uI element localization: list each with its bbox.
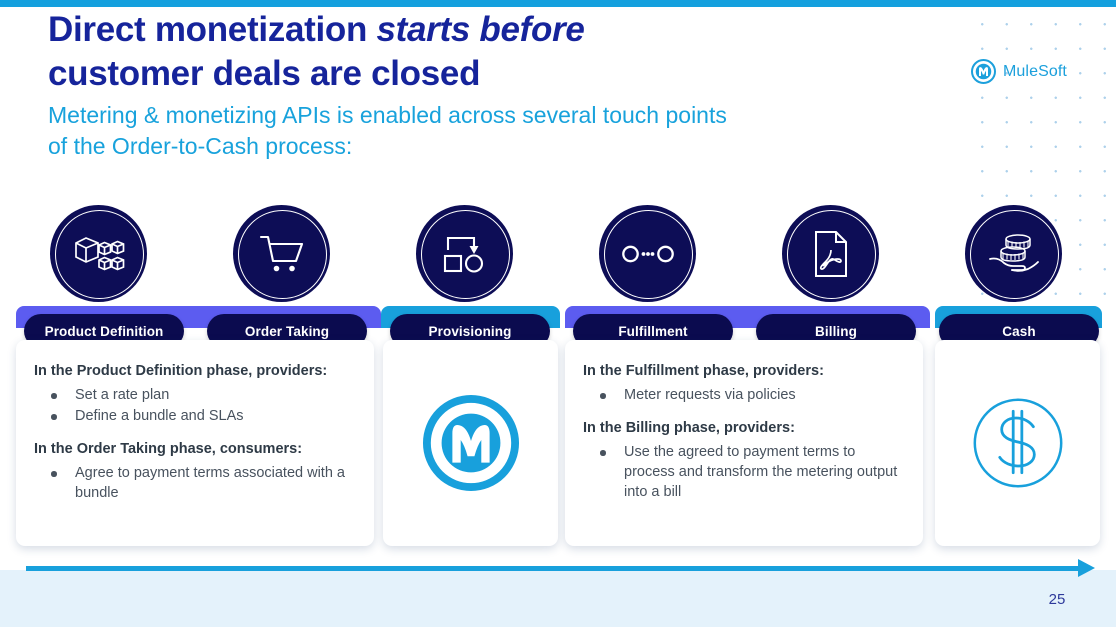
card-product-order: In the Product Definition phase, provide…: [16, 340, 374, 546]
phase-label: Provisioning: [428, 323, 512, 339]
card-fulfillment-billing: In the Fulfillment phase, providers: Met…: [565, 340, 923, 546]
top-accent-bar: [0, 0, 1116, 7]
card-section-heading: In the Order Taking phase, consumers:: [34, 441, 303, 457]
list-item: Define a bundle and SLAs: [34, 406, 356, 426]
card-cash: [935, 340, 1100, 546]
process-arrow-head: [1078, 559, 1095, 577]
list-item: Agree to payment terms associated with a…: [34, 463, 356, 503]
card-bullet-list: Use the agreed to payment terms to proce…: [583, 442, 905, 502]
phase-label: Billing: [815, 323, 857, 339]
footer-band: [0, 570, 1116, 630]
list-item: Use the agreed to payment terms to proce…: [583, 442, 905, 502]
card-bullet-list: Set a rate plan Define a bundle and SLAs: [34, 385, 356, 426]
card-section-heading: In the Product Definition phase, provide…: [34, 363, 328, 379]
phase-label: Order Taking: [244, 323, 330, 339]
slide-subtitle: Metering & monetizing APIs is enabled ac…: [48, 102, 727, 159]
shopping-cart-icon: [233, 205, 330, 302]
page-number: 25: [1048, 591, 1066, 608]
brand-name-label: MuleSoft: [1003, 62, 1067, 80]
card-graphic: [383, 340, 558, 546]
footer-edge: [0, 627, 1116, 630]
mulesoft-logo-icon: [422, 394, 519, 492]
phase-icon-row: [16, 205, 1100, 305]
list-item: Set a rate plan: [34, 385, 356, 405]
mulesoft-brand-lockup: MuleSoft: [971, 59, 1067, 84]
list-item: Meter requests via policies: [583, 385, 905, 405]
card-provisioning: [383, 340, 558, 546]
title-line-2: customer deals are closed: [48, 54, 481, 93]
api-connection-icon: [599, 205, 696, 302]
flow-diagram-icon: [416, 205, 513, 302]
slide-title: Direct monetization starts before custom…: [48, 8, 748, 96]
pdf-document-icon: [782, 205, 879, 302]
card-bullet-list: Meter requests via policies: [583, 385, 905, 405]
dollar-sign-circle-icon: [973, 398, 1062, 488]
product-bundles-icon: [50, 205, 147, 302]
card-section-heading: In the Billing phase, providers:: [583, 420, 795, 436]
phase-label: Product Definition: [44, 323, 164, 339]
card-graphic: [935, 340, 1100, 546]
phase-label: Fulfillment: [618, 323, 688, 339]
card-bullet-list: Agree to payment terms associated with a…: [34, 463, 356, 503]
phase-label: Cash: [1002, 323, 1036, 339]
title-line-1-plain: Direct monetization: [48, 10, 377, 49]
hand-with-coins-icon: [965, 205, 1062, 302]
process-arrow-line: [26, 566, 1086, 571]
mulesoft-logo-icon: [971, 59, 996, 84]
title-line-1-italic: starts before: [376, 10, 585, 49]
card-section-heading: In the Fulfillment phase, providers:: [583, 363, 824, 379]
